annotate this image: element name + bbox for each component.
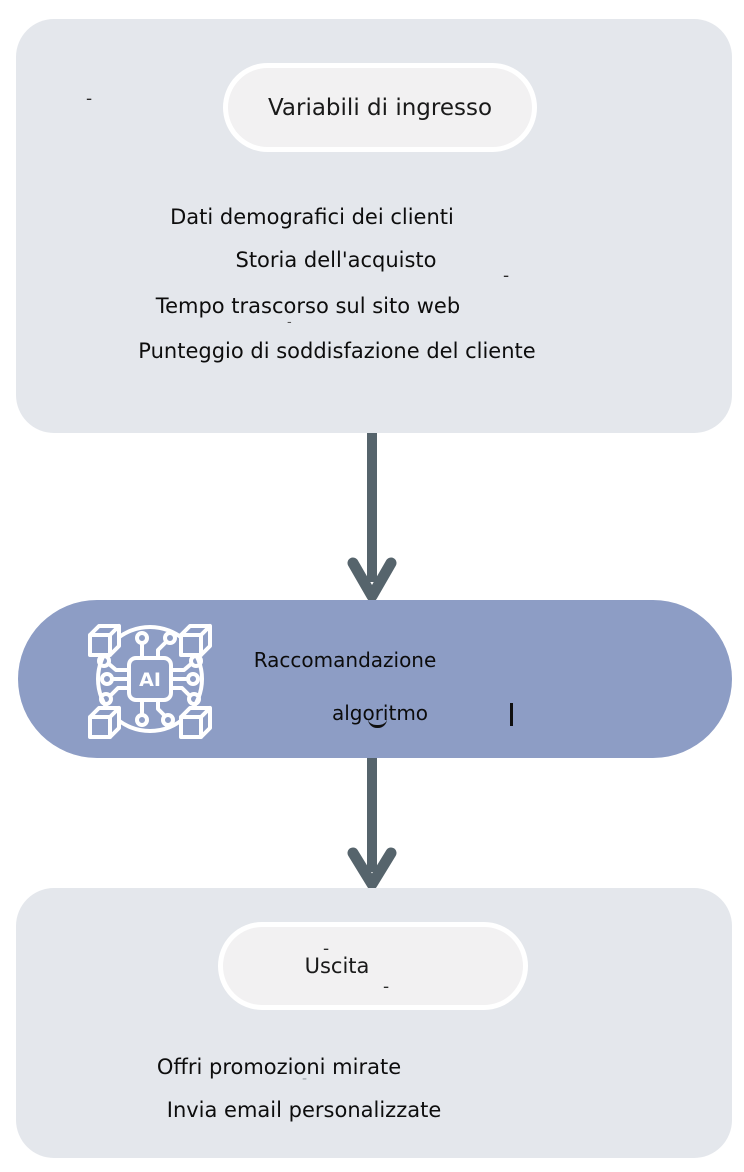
input-header-label: Variabili di ingresso — [267, 94, 493, 121]
recommendation-algorithm-box: AI Raccomandazione algoritmo — [18, 600, 732, 758]
input-item-time-on-site: Tempo trascorso sul sito web — [155, 294, 461, 318]
text-caret-artifact — [510, 703, 513, 726]
stray-dash: - — [323, 939, 330, 959]
input-item-purchase-history: Storia dell'acquisto — [235, 248, 437, 272]
input-item-satisfaction-score: Punteggio di soddisfazione del cliente — [138, 339, 536, 363]
input-variables-box: Variabili di ingresso - Dati demografici… — [16, 19, 732, 433]
stray-dash: - — [287, 315, 292, 330]
arrow-input-to-process — [347, 433, 397, 600]
stray-dash: - — [503, 266, 510, 286]
underline-curve-artifact — [368, 719, 387, 728]
stray-dash: - — [86, 89, 93, 109]
output-box: Uscita - - Offri promozioni mirate - Inv… — [16, 888, 732, 1158]
output-header-label: Uscita — [304, 954, 370, 978]
process-label-line1: Raccomandazione — [253, 648, 437, 672]
ai-icon-label: AI — [139, 669, 161, 691]
arrow-process-to-output — [347, 758, 397, 888]
output-item-personalized-emails: Invia email personalizzate — [166, 1098, 442, 1122]
ai-chip-network-icon: AI — [88, 624, 212, 739]
output-header-pill: Uscita - - — [218, 922, 528, 1010]
stray-dash: - — [302, 1071, 308, 1087]
input-item-demographics: Dati demografici dei clienti — [170, 205, 454, 229]
input-header-pill: Variabili di ingresso — [223, 63, 537, 152]
stray-dash: - — [383, 977, 390, 997]
output-item-targeted-promotions: Offri promozioni mirate — [156, 1055, 402, 1079]
